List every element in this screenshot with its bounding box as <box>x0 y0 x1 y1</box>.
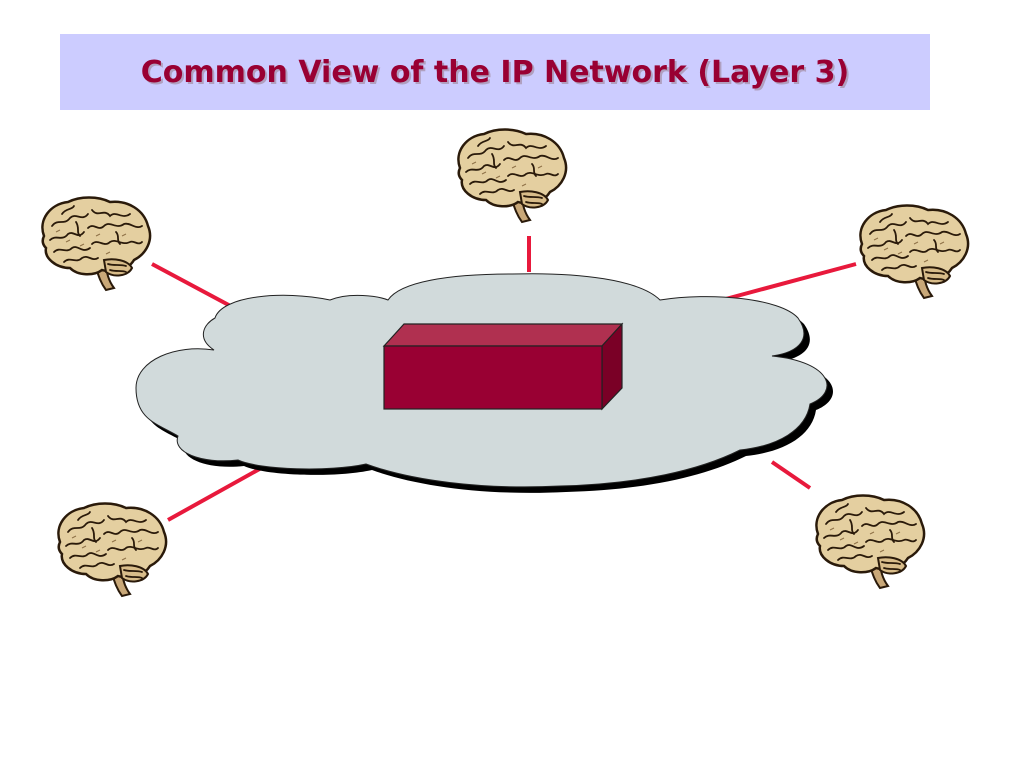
brain-icon <box>41 196 152 292</box>
brain-icon <box>57 502 168 598</box>
host-brain-top-right <box>859 204 970 300</box>
link-top-left <box>151 262 239 312</box>
host-brain-bottom-right <box>815 494 926 590</box>
host-brain-bottom-left <box>57 502 168 598</box>
link-bottom-left <box>167 460 273 522</box>
router-front-face <box>383 345 603 410</box>
slide-title: Common View of the IP Network (Layer 3) <box>140 54 850 90</box>
link-top-right <box>721 262 857 302</box>
router-top-face <box>382 323 624 347</box>
network-links <box>151 236 857 522</box>
brain-icon <box>457 128 568 224</box>
brain-icon <box>815 494 926 590</box>
brain-icon <box>859 204 970 300</box>
router-box-icon <box>382 322 624 411</box>
host-brain-top <box>457 128 568 224</box>
title-banner: Common View of the IP Network (Layer 3) <box>60 34 930 110</box>
host-brain-top-left <box>41 196 152 292</box>
link-bottom-right <box>770 460 812 490</box>
